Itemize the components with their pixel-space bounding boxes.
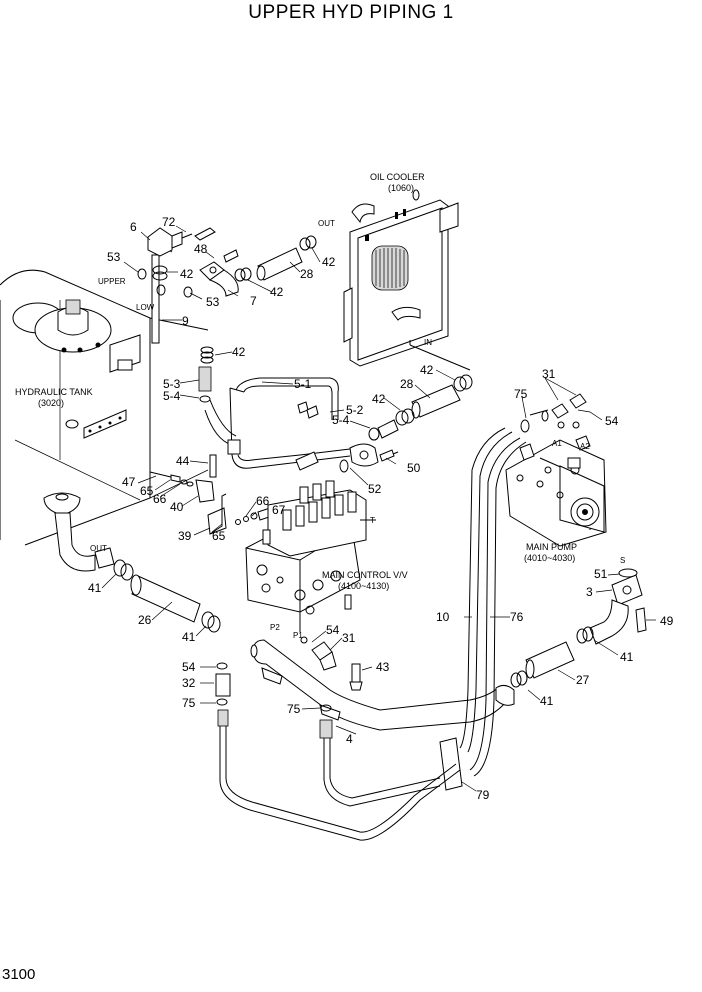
oil-cooler-name: OIL COOLER: [370, 172, 425, 182]
component-labels: HYDRAULIC TANK (3020) OIL COOLER (1060) …: [15, 172, 577, 591]
callout-41: 41: [182, 630, 196, 644]
leader-lines: [101, 225, 656, 792]
callout-7: 7: [250, 294, 257, 308]
callout-48: 48: [194, 242, 208, 256]
callout-9: 9: [182, 314, 189, 328]
callout-32: 32: [182, 676, 196, 690]
brackets: [149, 454, 273, 535]
callout-5-4: 5-4: [163, 389, 181, 403]
callout-42: 42: [232, 345, 246, 359]
page-title: UPPER HYD PIPING 1: [248, 2, 454, 23]
callout-41: 41: [88, 581, 102, 595]
callout-52: 52: [368, 482, 382, 496]
callout-75: 75: [287, 702, 301, 716]
callout-5-4: 5-4: [332, 413, 350, 427]
callout-67: 67: [272, 503, 286, 517]
callout-65: 65: [212, 529, 226, 543]
callout-40: 40: [170, 500, 184, 514]
callout-42: 42: [270, 285, 284, 299]
callout-54: 54: [326, 623, 340, 637]
port-labels: UPPER LOW OUT OUT IN A1 A2 S T P1 P2: [90, 219, 625, 640]
callout-26: 26: [138, 613, 152, 627]
port-cooler-in: IN: [424, 338, 432, 347]
oil-cooler-code: (1060): [388, 183, 414, 193]
port-upper: UPPER: [98, 277, 126, 286]
callout-3: 3: [586, 585, 593, 599]
callout-27: 27: [576, 673, 590, 687]
callout-31: 31: [342, 631, 356, 645]
callout-4: 4: [346, 732, 353, 746]
callout-50: 50: [407, 461, 421, 475]
main-control-valve: [245, 480, 376, 632]
main-control-name: MAIN CONTROL V/V: [322, 570, 408, 580]
callout-75: 75: [182, 696, 196, 710]
oil-cooler: [343, 189, 471, 371]
callout-47: 47: [122, 475, 136, 489]
callout-65: 65: [140, 484, 154, 498]
port-a1: A1: [552, 439, 562, 448]
callout-75: 75: [514, 387, 528, 401]
callout-41: 41: [540, 694, 554, 708]
callout-28: 28: [300, 267, 314, 281]
port-a2: A2: [580, 442, 590, 451]
callout-54: 54: [605, 414, 619, 428]
hydraulic-tank: [0, 247, 209, 572]
tank-return-fittings: [137, 227, 317, 298]
suction-pipe: [576, 568, 647, 645]
hydraulic-tank-code: (3020): [38, 398, 64, 408]
callout-5-3: 5-3: [163, 377, 181, 391]
callout-39: 39: [178, 529, 192, 543]
pump-hoses: [215, 427, 527, 841]
port-cooler-out: OUT: [318, 219, 335, 228]
hydraulic-tank-name: HYDRAULIC TANK: [15, 387, 93, 397]
callout-51: 51: [594, 567, 608, 581]
pipe-4: [250, 639, 575, 731]
callout-42: 42: [180, 267, 194, 281]
spool-caps: [282, 480, 357, 531]
callout-49: 49: [660, 614, 674, 628]
callout-42: 42: [420, 363, 434, 377]
callout-72: 72: [162, 215, 176, 229]
callout-5-1: 5-1: [294, 377, 312, 391]
port-p2: P2: [270, 623, 280, 632]
callout-42: 42: [322, 255, 336, 269]
callout-6: 6: [130, 220, 137, 234]
main-pump: [505, 393, 607, 547]
main-control-code: (4100~4130): [338, 581, 389, 591]
port-low: LOW: [136, 303, 155, 312]
callout-28: 28: [400, 377, 414, 391]
callout-41: 41: [620, 650, 634, 664]
main-pump-code: (4010~4030): [524, 553, 575, 563]
port-t: T: [370, 516, 375, 525]
callout-53: 53: [107, 250, 121, 264]
port-s: S: [620, 556, 625, 565]
port-p1: P1: [293, 631, 303, 640]
callout-79: 79: [476, 788, 490, 802]
callout-66: 66: [256, 494, 270, 508]
tank-suction-hose: [94, 547, 221, 633]
page-number: 3100: [2, 966, 36, 983]
callout-43: 43: [376, 660, 390, 674]
pipe-5-1: [198, 346, 399, 473]
callout-53: 53: [206, 295, 220, 309]
callout-66: 66: [153, 492, 167, 506]
port-tank-out: OUT: [90, 544, 107, 553]
callout-54: 54: [182, 660, 196, 674]
main-pump-name: MAIN PUMP: [526, 542, 577, 552]
callout-31: 31: [542, 367, 556, 381]
callout-44: 44: [176, 454, 190, 468]
callout-76: 76: [510, 610, 524, 624]
callout-42: 42: [372, 392, 386, 406]
cooler-inlet-hose: [368, 374, 473, 441]
callout-numbers: 6 72 53 42 48 53 7 42 28 42 9 42 5-3 5-4…: [88, 215, 674, 802]
callout-10: 10: [436, 610, 450, 624]
callout-5-2: 5-2: [346, 403, 364, 417]
